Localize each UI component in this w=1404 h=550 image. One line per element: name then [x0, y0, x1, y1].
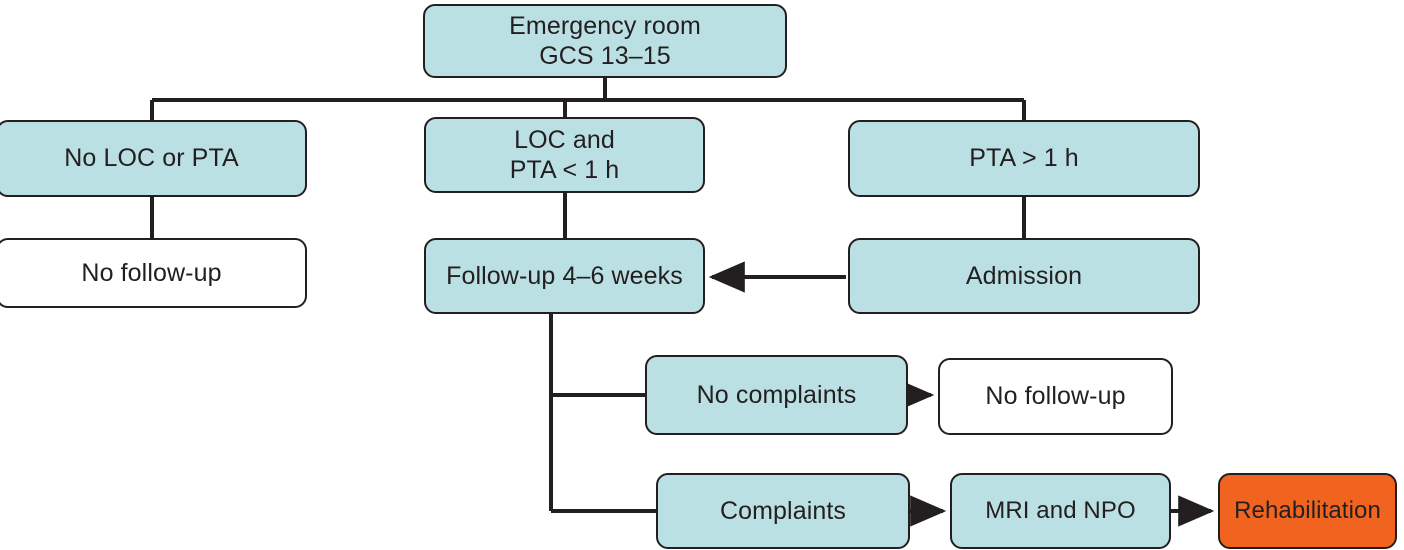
- node-complaints[interactable]: Complaints: [656, 473, 910, 549]
- node-admission[interactable]: Admission: [848, 238, 1200, 314]
- node-rehabilitation[interactable]: Rehabilitation: [1218, 473, 1397, 549]
- node-loc-and-pta[interactable]: LOC and PTA < 1 h: [424, 117, 705, 193]
- node-emergency-room[interactable]: Emergency room GCS 13–15: [423, 4, 787, 78]
- node-no-follow-up-left[interactable]: No follow-up: [0, 238, 307, 308]
- node-no-complaints[interactable]: No complaints: [645, 355, 908, 435]
- node-mri-and-npo[interactable]: MRI and NPO: [950, 473, 1171, 549]
- node-no-follow-up-right[interactable]: No follow-up: [938, 358, 1173, 435]
- node-pta-greater-than-1h[interactable]: PTA > 1 h: [848, 120, 1200, 197]
- node-no-loc-or-pta[interactable]: No LOC or PTA: [0, 120, 307, 197]
- node-follow-up-4-6-weeks[interactable]: Follow-up 4–6 weeks: [424, 238, 705, 314]
